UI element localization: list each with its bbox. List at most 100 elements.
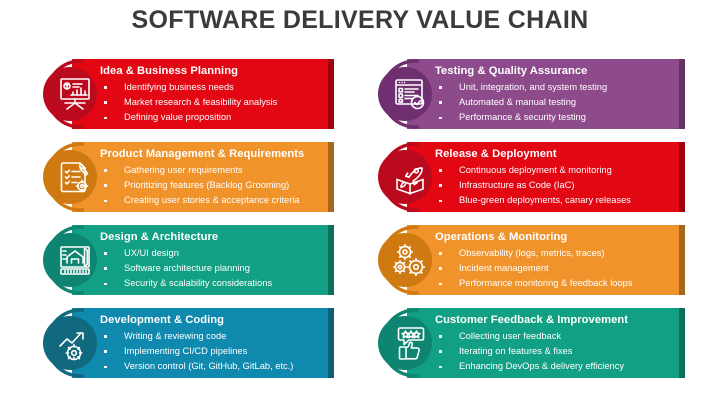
stage-badge[interactable] — [32, 57, 108, 131]
stage-badge[interactable] — [32, 140, 108, 214]
stage-title: Product Management & Requirements — [100, 148, 305, 160]
stage-card-release-deployment[interactable]: Release & Deployment Continuous deployme… — [367, 142, 685, 212]
stage-bullet: Defining value proposition — [100, 110, 322, 125]
stage-badge[interactable] — [367, 140, 443, 214]
stage-card-product-management-requirements[interactable]: Product Management & Requirements Gather… — [32, 142, 334, 212]
stage-bullet: Enhancing DevOps & delivery efficiency — [435, 359, 673, 374]
stage-card-customer-feedback-improvement[interactable]: Customer Feedback & Improvement Collecti… — [367, 308, 685, 378]
bullet-dot — [104, 86, 107, 89]
stage-card-body — [72, 142, 334, 212]
stage-bullet-text: Iterating on features & fixes — [459, 346, 573, 357]
bullet-dot — [439, 116, 442, 120]
stage-card-body — [407, 308, 685, 378]
bullet-dot — [104, 335, 107, 338]
stage-bullet-text: Software architecture planning — [124, 263, 250, 274]
stage-card-body — [72, 225, 334, 295]
bullet-dot — [104, 184, 107, 187]
stage-card-operations-monitoring[interactable]: Operations & Monitoring Observability (l… — [367, 225, 685, 295]
stage-badge[interactable] — [367, 223, 443, 297]
stage-bullet-text: Defining value proposition — [124, 112, 232, 123]
rocket-box-icon — [389, 156, 431, 198]
bullet-dot — [104, 267, 107, 270]
stage-bullet: Security & scalability considerations — [100, 276, 322, 291]
bullet-dot — [104, 101, 107, 104]
stage-badge[interactable] — [32, 306, 108, 380]
stage-badge[interactable] — [367, 306, 443, 380]
bullet-dot — [439, 267, 442, 270]
stage-bullet: Observability (logs, metrics, traces) — [435, 246, 673, 261]
presentation-chart-icon — [54, 73, 96, 115]
bullet-dot — [439, 252, 442, 255]
stage-title: Customer Feedback & Improvement — [435, 314, 629, 326]
test-report-check-icon — [389, 73, 431, 115]
stage-accent-stripe — [679, 142, 685, 212]
stage-bullet: Iterating on features & fixes — [435, 344, 673, 359]
stage-bullet-text: Writing & reviewing code — [124, 331, 227, 341]
stage-title: Release & Deployment — [435, 148, 557, 160]
stage-bullet: Version control (Git, GitHub, GitLab, et… — [100, 359, 322, 374]
stage-accent-stripe — [328, 142, 334, 212]
stage-bullet: UX/UI design — [100, 246, 322, 261]
stage-bullet: Creating user stories & acceptance crite… — [100, 193, 322, 208]
stage-title: Idea & Business Planning — [100, 65, 238, 77]
stage-bullet-text: Creating user stories & acceptance crite… — [124, 195, 300, 206]
stage-bullet-text: Enhancing DevOps & delivery efficiency — [459, 361, 625, 372]
stage-card-idea-business-planning[interactable]: Idea & Business Planning Identifying bus… — [32, 59, 334, 129]
stage-bullet: Software architecture planning — [100, 261, 322, 276]
badge-circle — [43, 59, 97, 129]
stage-bullet: Performance monitoring & feedback loops — [435, 276, 673, 291]
stage-bullet-text: UX/UI design — [124, 248, 179, 258]
badge-circle — [43, 308, 97, 378]
stage-bullet-text: Prioritizing features (Backlog Grooming) — [124, 180, 290, 191]
stage-bullet: Continuous deployment & monitoring — [435, 163, 673, 178]
gears-icon — [389, 239, 431, 281]
stage-bullet-text: Blue-green deployments, canary releases — [459, 195, 631, 206]
stage-card-development-coding[interactable]: Development & Coding Writing & reviewing… — [32, 308, 334, 378]
bullet-dot — [104, 350, 107, 353]
stage-bullet: Infrastructure as Code (IaC) — [435, 178, 673, 193]
stage-card-body — [407, 142, 685, 212]
stage-bullet-text: Continuous deployment & monitoring — [459, 165, 612, 175]
stage-card-content: Product Management & Requirements Gather… — [100, 142, 322, 212]
stage-bullet: Incident management — [435, 261, 673, 276]
stage-bullet-text: Unit, integration, and system testing — [459, 82, 608, 92]
bullet-dot — [104, 199, 107, 203]
stage-bullet-text: Automated & manual testing — [459, 97, 577, 108]
stage-bullet: Implementing CI/CD pipelines — [100, 344, 322, 359]
bullet-dot — [439, 350, 442, 353]
stage-accent-stripe — [679, 59, 685, 129]
bullet-dot — [439, 199, 442, 203]
bullet-dot — [104, 282, 107, 286]
stage-bullet: Writing & reviewing code — [100, 329, 322, 344]
bullet-dot — [439, 101, 442, 104]
stage-accent-stripe — [679, 308, 685, 378]
stage-badge[interactable] — [367, 57, 443, 131]
bullet-dot — [104, 365, 107, 369]
stage-bullet: Blue-green deployments, canary releases — [435, 193, 673, 208]
stage-bullet: Gathering user requirements — [100, 163, 322, 178]
stage-bullet-text: Performance & security testing — [459, 112, 586, 123]
stage-bullet-list: Observability (logs, metrics, traces) Inc… — [435, 246, 673, 292]
stage-bullet-text: Implementing CI/CD pipelines — [124, 346, 248, 357]
bullet-dot — [439, 184, 442, 187]
stage-bullet-text: Observability (logs, metrics, traces) — [459, 248, 605, 258]
stage-bullet-text: Incident management — [459, 263, 549, 274]
stage-accent-stripe — [328, 59, 334, 129]
stage-bullet: Prioritizing features (Backlog Grooming) — [100, 178, 322, 193]
bullet-dot — [439, 335, 442, 338]
stage-badge[interactable] — [32, 223, 108, 297]
stage-card-testing-quality-assurance[interactable]: Testing & Quality Assurance Unit, integr… — [367, 59, 685, 129]
stage-title: Operations & Monitoring — [435, 231, 568, 243]
stage-bullet-text: Identifying business needs — [124, 82, 234, 92]
stage-card-content: Development & Coding Writing & reviewing… — [100, 308, 322, 378]
stage-bullet-text: Security & scalability considerations — [124, 278, 273, 289]
